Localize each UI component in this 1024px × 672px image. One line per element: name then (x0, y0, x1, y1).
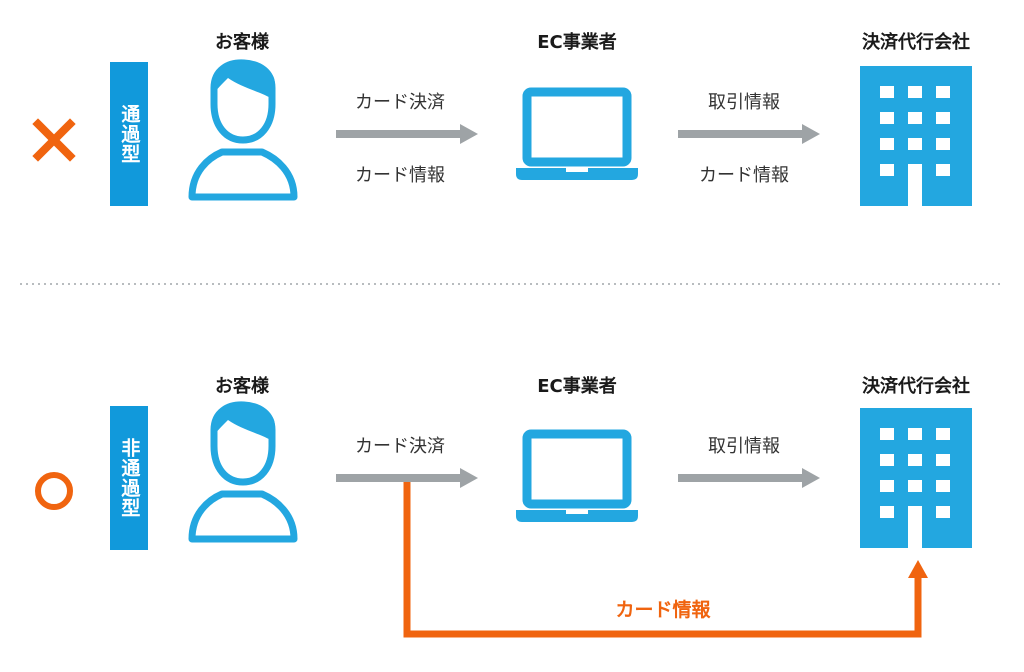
laptop-icon (516, 87, 638, 180)
pass-through-type-label: 通過型 (110, 62, 148, 206)
flow-label-card-info: カード情報 (699, 165, 789, 186)
customer-title: お客様 (215, 32, 269, 53)
cross-icon (32, 118, 76, 162)
payment-agency-title: 決済代行会社 (862, 32, 970, 53)
direct-card-info-label: カード情報 (615, 599, 711, 621)
building-icon (860, 408, 972, 548)
circle-icon (35, 472, 73, 510)
arrow-right-icon (336, 468, 478, 488)
flow-label-transaction-info: 取引情報 (708, 436, 780, 457)
ec-operator-title: EC事業者 (537, 376, 617, 397)
person-icon (188, 401, 298, 543)
flow-label-transaction-info: 取引情報 (708, 92, 780, 113)
direct-card-info-arrow (403, 482, 928, 638)
flow-label-card-payment: カード決済 (355, 92, 445, 113)
building-icon (860, 66, 972, 206)
laptop-icon (516, 429, 638, 522)
ec-operator-title: EC事業者 (537, 32, 617, 53)
customer-title: お客様 (215, 376, 269, 397)
arrow-right-icon (336, 124, 478, 144)
arrow-right-icon (678, 124, 820, 144)
arrow-right-icon (678, 468, 820, 488)
non-pass-through-type-label: 非通過型 (110, 406, 148, 550)
person-icon (188, 59, 298, 201)
payment-agency-title: 決済代行会社 (862, 376, 970, 397)
flow-label-card-info: カード情報 (355, 165, 445, 186)
flow-label-card-payment: カード決済 (355, 436, 445, 457)
